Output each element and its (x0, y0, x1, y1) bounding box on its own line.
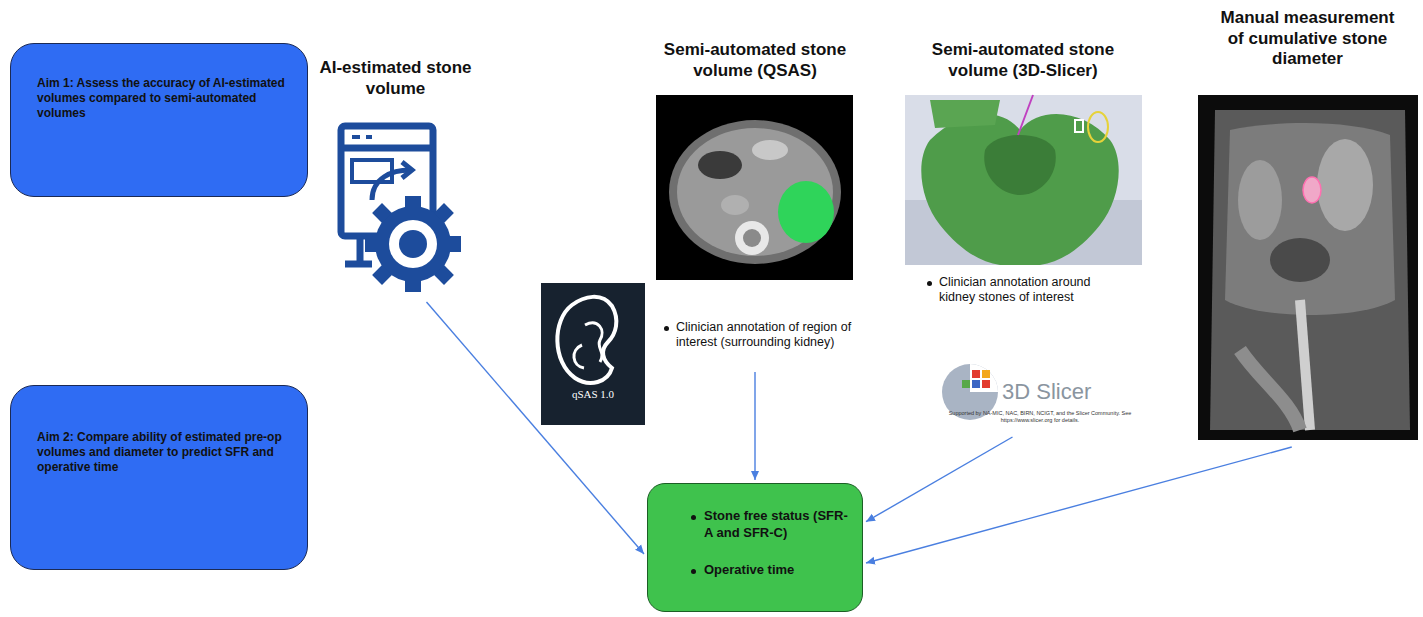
flow-arrow (427, 302, 645, 554)
logo-text: qSAS 1.0 (545, 388, 641, 400)
flow-arrow (754, 372, 755, 480)
method-panel: AI-estimated stone volume (318, 58, 473, 300)
outcome-bullet: Operative time (690, 562, 850, 579)
slicer-render (905, 95, 1142, 265)
bullet-note: Clinician annotation around kidney stone… (925, 275, 1095, 306)
support-note: Supported by NA-MIC, NAC, BIRN, NCIGT, a… (945, 410, 1135, 424)
method-heading: AI-estimated stone volume (318, 58, 473, 99)
flow-arrow (866, 437, 1013, 522)
bullet-note: Clinician annotation of region of intere… (662, 320, 857, 351)
ct-axial-image (656, 95, 853, 280)
aim-box: Aim 1: Assess the accuracy of AI-estimat… (10, 43, 308, 197)
outcome-bullet: Stone free status (SFR-A and SFR-C) (690, 508, 850, 542)
flow-arrow (866, 447, 1292, 563)
method-heading: Semi-automated stone volume (3D-Slicer) (930, 40, 1116, 81)
method-panel: Semi-automated stone volume (QSAS) Clinic… (650, 40, 860, 370)
method-panel: Manual measurement of cumulative stone d… (1195, 5, 1420, 445)
aim-text: Aim 1: Assess the accuracy of AI-estimat… (37, 76, 287, 121)
method-heading: Semi-automated stone volume (QSAS) (662, 40, 848, 81)
gear-icon (365, 196, 461, 292)
ct-coronal-image (1198, 95, 1418, 440)
outcome-box: Stone free status (SFR-A and SFR-C) Opera… (647, 483, 863, 612)
aim-box: Aim 2: Compare ability of estimated pre-… (10, 385, 308, 570)
method-heading: Manual measurement of cumulative stone d… (1215, 8, 1400, 70)
logo-text: 3D Slicer (1002, 379, 1132, 405)
aim-text: Aim 2: Compare ability of estimated pre-… (37, 430, 287, 475)
method-panel: Semi-automated stone volume (3D-Slicer) C… (900, 40, 1150, 435)
qsas-logo (541, 283, 645, 425)
